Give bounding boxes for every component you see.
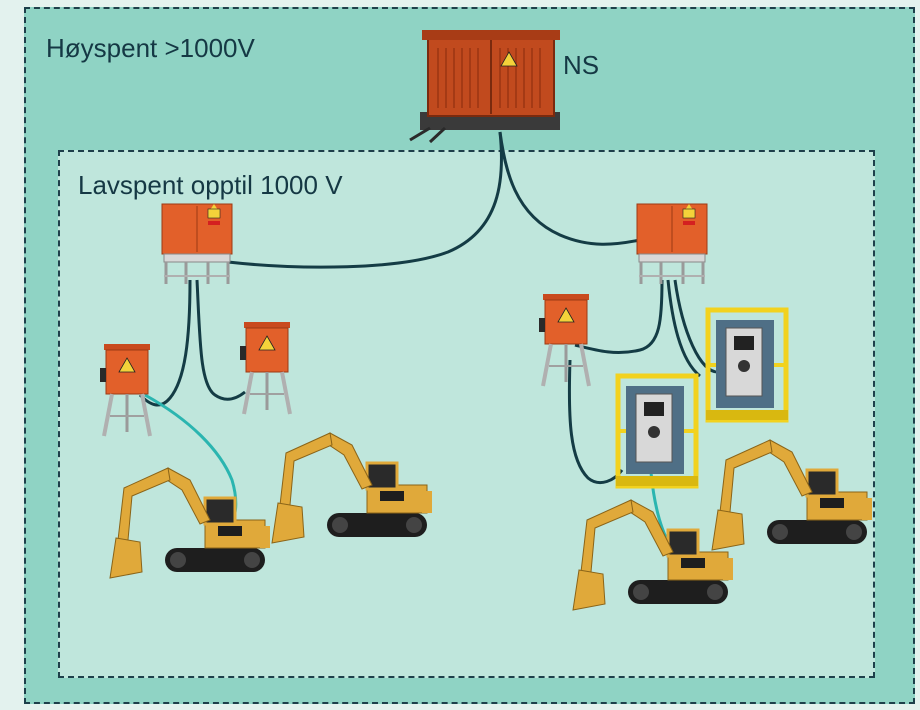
- distribution-cabinet-icon: [635, 202, 709, 286]
- cable-ns-to-left-cabinet: [227, 131, 503, 269]
- high-voltage-zone-label: Høyspent >1000V: [46, 33, 255, 63]
- cable-ns-to-right-cabinet: [498, 131, 641, 246]
- excavator-icon: [710, 438, 874, 552]
- cable-box-to-charger: [567, 359, 624, 484]
- power-cables: [138, 131, 721, 484]
- cable-right-cabinet-to-charger-b: [673, 279, 721, 374]
- sub-distribution-box-icon: [238, 320, 292, 416]
- cable-right-cabinet-to-charger-a: [666, 279, 701, 378]
- cable-left-cabinet-to-box-b: [195, 279, 246, 401]
- excavator-icon: [270, 431, 434, 545]
- substation-label: NS: [563, 50, 600, 80]
- excavator-icon: [108, 466, 272, 580]
- cable-right-cabinet-to-box: [574, 279, 664, 354]
- ev-charger-icon: [706, 310, 788, 420]
- sub-distribution-box-icon: [98, 342, 152, 438]
- low-voltage-zone-label: Lavspent opptil 1000 V: [78, 170, 343, 200]
- distribution-cabinet-icon: [160, 202, 234, 286]
- excavator-icon: [571, 498, 735, 612]
- ev-charger-icon: [616, 376, 698, 486]
- sub-distribution-box-icon: [537, 292, 591, 388]
- cable-left-cabinet-to-box-a: [138, 279, 192, 407]
- transformer-substation-icon: [409, 30, 560, 144]
